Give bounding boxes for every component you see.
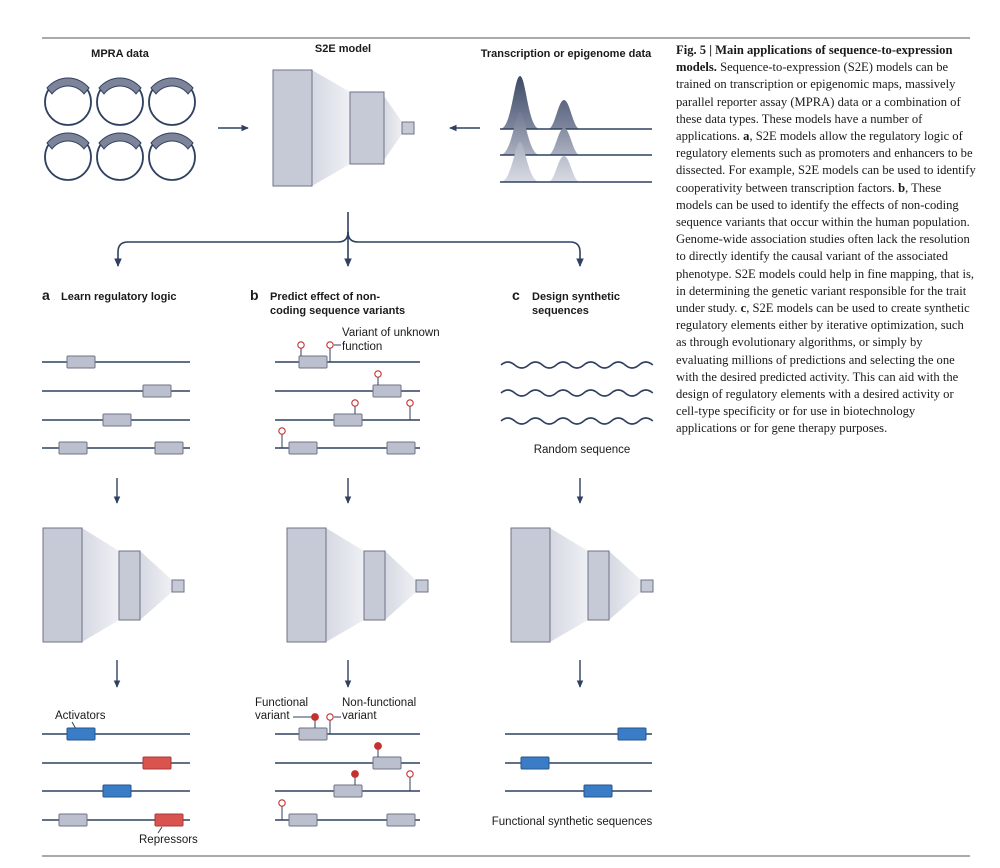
sequence-row [42, 784, 190, 798]
variant-marker [326, 713, 334, 721]
variant-unknown-label-line1: Variant of unknown [342, 327, 440, 339]
random-sequence-wave [500, 361, 654, 369]
panel-a-title: Learn regulatory logic [61, 291, 177, 303]
caption-a-text: , S2E models allow the regulatory logic … [676, 129, 976, 195]
panel-b-title-line1: Predict effect of non- [270, 291, 380, 303]
activator-element [520, 756, 550, 770]
plasmid-icon [44, 77, 92, 126]
nonfunctional-variant-label-line2: variant [342, 710, 377, 722]
panel-a-output [42, 727, 190, 827]
sequence-row [505, 784, 652, 798]
panel-c-output [505, 727, 652, 798]
plasmid-icon [148, 77, 196, 126]
random-sequence-wave [500, 417, 654, 425]
caption-a-letter: a [743, 129, 750, 144]
mpra-label: MPRA data [91, 48, 150, 60]
caption-b-letter: b [898, 180, 906, 195]
random-sequence-wave [500, 389, 654, 397]
sequence-row [42, 756, 190, 770]
activator-element [66, 727, 96, 741]
branch-connector [114, 212, 584, 267]
panel-a-sequences [42, 355, 190, 455]
repressors-label: Repressors [139, 834, 198, 846]
variant-marker [278, 427, 286, 435]
sequence-row [275, 370, 420, 398]
functional-variant-label-line2: variant [255, 710, 290, 722]
figure-caption: Fig. 5 | Main applications of sequence-t… [676, 42, 976, 438]
caption-intro: Sequence-to-expression (S2E) models can … [676, 60, 961, 144]
panel-a-letter: a [42, 287, 50, 303]
sequence-row [275, 770, 420, 798]
variant-marker [406, 770, 414, 778]
sequence-row [42, 727, 190, 741]
variant-marker [406, 399, 414, 407]
variant-unknown-label-line2: function [342, 341, 382, 353]
panel-b-output [275, 713, 420, 827]
caption-title: Fig. 5 | Main applications of sequence-t… [676, 43, 953, 75]
sequence-row [42, 413, 190, 427]
random-sequence-label: Random sequence [534, 444, 631, 456]
repressor-element [142, 756, 172, 770]
sequence-row [42, 384, 190, 398]
mpra-plasmids [44, 77, 196, 181]
sequence-row [275, 713, 420, 741]
functional-variant-marker [351, 770, 359, 778]
plasmid-icon [96, 77, 144, 126]
s2e-model-c [510, 527, 654, 643]
panel-c-random-sequences [500, 361, 654, 425]
sequence-row [42, 813, 190, 827]
sequence-row [275, 427, 420, 455]
panel-c-title-line1: Design synthetic [532, 291, 620, 303]
panel-b-letter: b [250, 287, 259, 303]
plasmid-icon [148, 132, 196, 181]
variant-marker [297, 341, 305, 349]
functional-synthetic-label: Functional synthetic sequences [492, 816, 653, 828]
caption-b-text: , These models can be used to identify t… [676, 180, 975, 316]
s2e-model-b [286, 527, 429, 643]
panel-c-letter: c [512, 287, 520, 303]
variant-marker [278, 799, 286, 807]
repressors-leader [157, 826, 163, 834]
activators-label: Activators [55, 710, 106, 722]
activator-element [102, 784, 132, 798]
nonfunctional-variant-label-line1: Non-functional [342, 697, 416, 709]
variant-marker [351, 399, 359, 407]
s2e-model-a [42, 527, 185, 643]
variant-marker [374, 370, 382, 378]
functional-variant-label-line1: Functional [255, 697, 308, 709]
plasmid-icon [44, 132, 92, 181]
functional-variant-marker [311, 713, 319, 721]
sequence-row [42, 441, 190, 455]
sequence-row [275, 341, 420, 369]
panel-b-sequences [275, 341, 420, 455]
sequence-row [275, 742, 420, 770]
activator-element [617, 727, 647, 741]
s2e-label: S2E model [315, 43, 371, 55]
panel-b-title-line2: coding sequence variants [270, 305, 405, 317]
sequence-row [505, 756, 652, 770]
sequence-row [275, 799, 420, 827]
sequence-row [42, 355, 190, 369]
functional-variant-marker [374, 742, 382, 750]
plasmid-icon [96, 132, 144, 181]
transcription-label: Transcription or epigenome data [481, 48, 652, 60]
repressor-element [154, 813, 184, 827]
caption-c-letter: c [740, 301, 747, 316]
variant-marker [326, 341, 334, 349]
panel-c-title-line2: sequences [532, 305, 589, 317]
sequence-row [505, 727, 652, 741]
sequence-row [275, 399, 420, 427]
caption-c-text: , S2E models can be used to create synth… [676, 301, 970, 436]
s2e-model-top [272, 69, 415, 187]
activator-element [583, 784, 613, 798]
epigenome-tracks [500, 76, 652, 183]
